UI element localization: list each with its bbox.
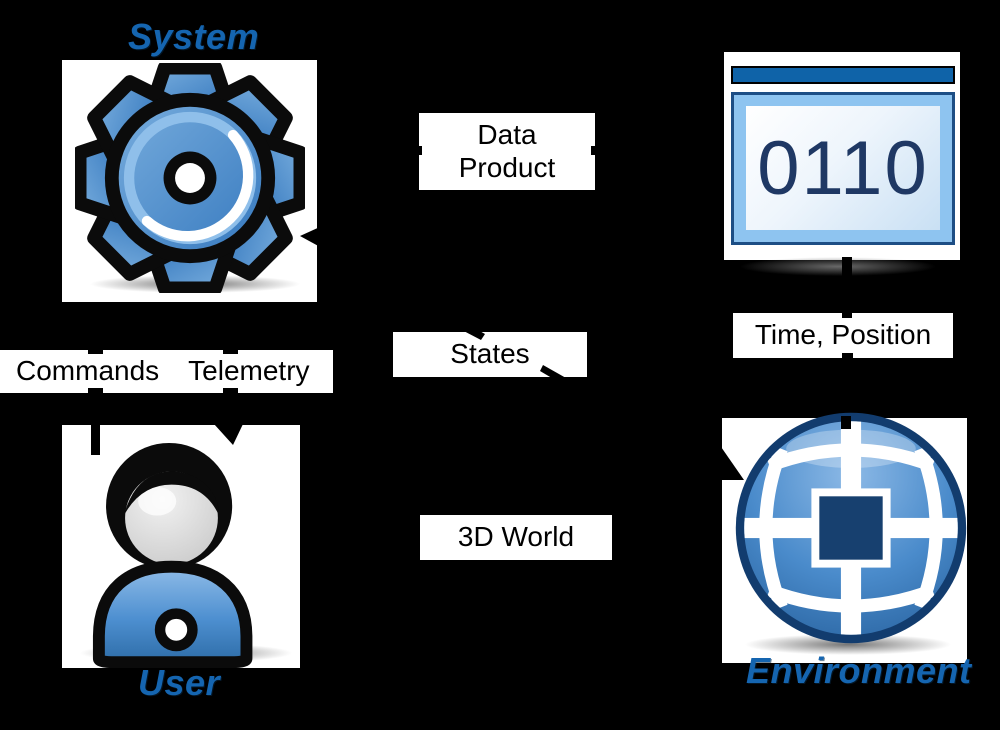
window-frame: 0110 — [731, 92, 955, 245]
data-product-line1: Data — [477, 119, 537, 151]
binary-digits: 0110 — [746, 106, 940, 230]
gear-icon — [75, 63, 305, 293]
window-titlebar — [731, 66, 955, 84]
system-node-tile — [62, 60, 317, 302]
system-node-title: System — [128, 16, 260, 57]
data-product-label: Data Product — [419, 113, 595, 190]
environment-node-title: Environment — [746, 650, 972, 691]
display-shadow — [740, 257, 936, 276]
environment-node-tile — [722, 412, 967, 663]
commands-telemetry-label: Commands Telemetry — [0, 350, 333, 393]
telemetry-text: Telemetry — [188, 355, 310, 387]
commands-text: Commands — [16, 355, 160, 387]
world-3d-label: 3D World — [420, 515, 612, 560]
data-product-line2: Product — [458, 151, 556, 183]
time-position-label: Time, Position — [733, 313, 953, 358]
states-label: States — [393, 332, 587, 377]
binary-window-icon: 0110 — [724, 52, 960, 260]
user-node-title: User — [138, 662, 221, 703]
globe-icon — [735, 412, 967, 644]
data-display-tile: 0110 — [724, 52, 960, 260]
person-icon — [92, 442, 253, 668]
globe-shadow — [745, 634, 951, 655]
user-node-tile — [62, 425, 300, 668]
